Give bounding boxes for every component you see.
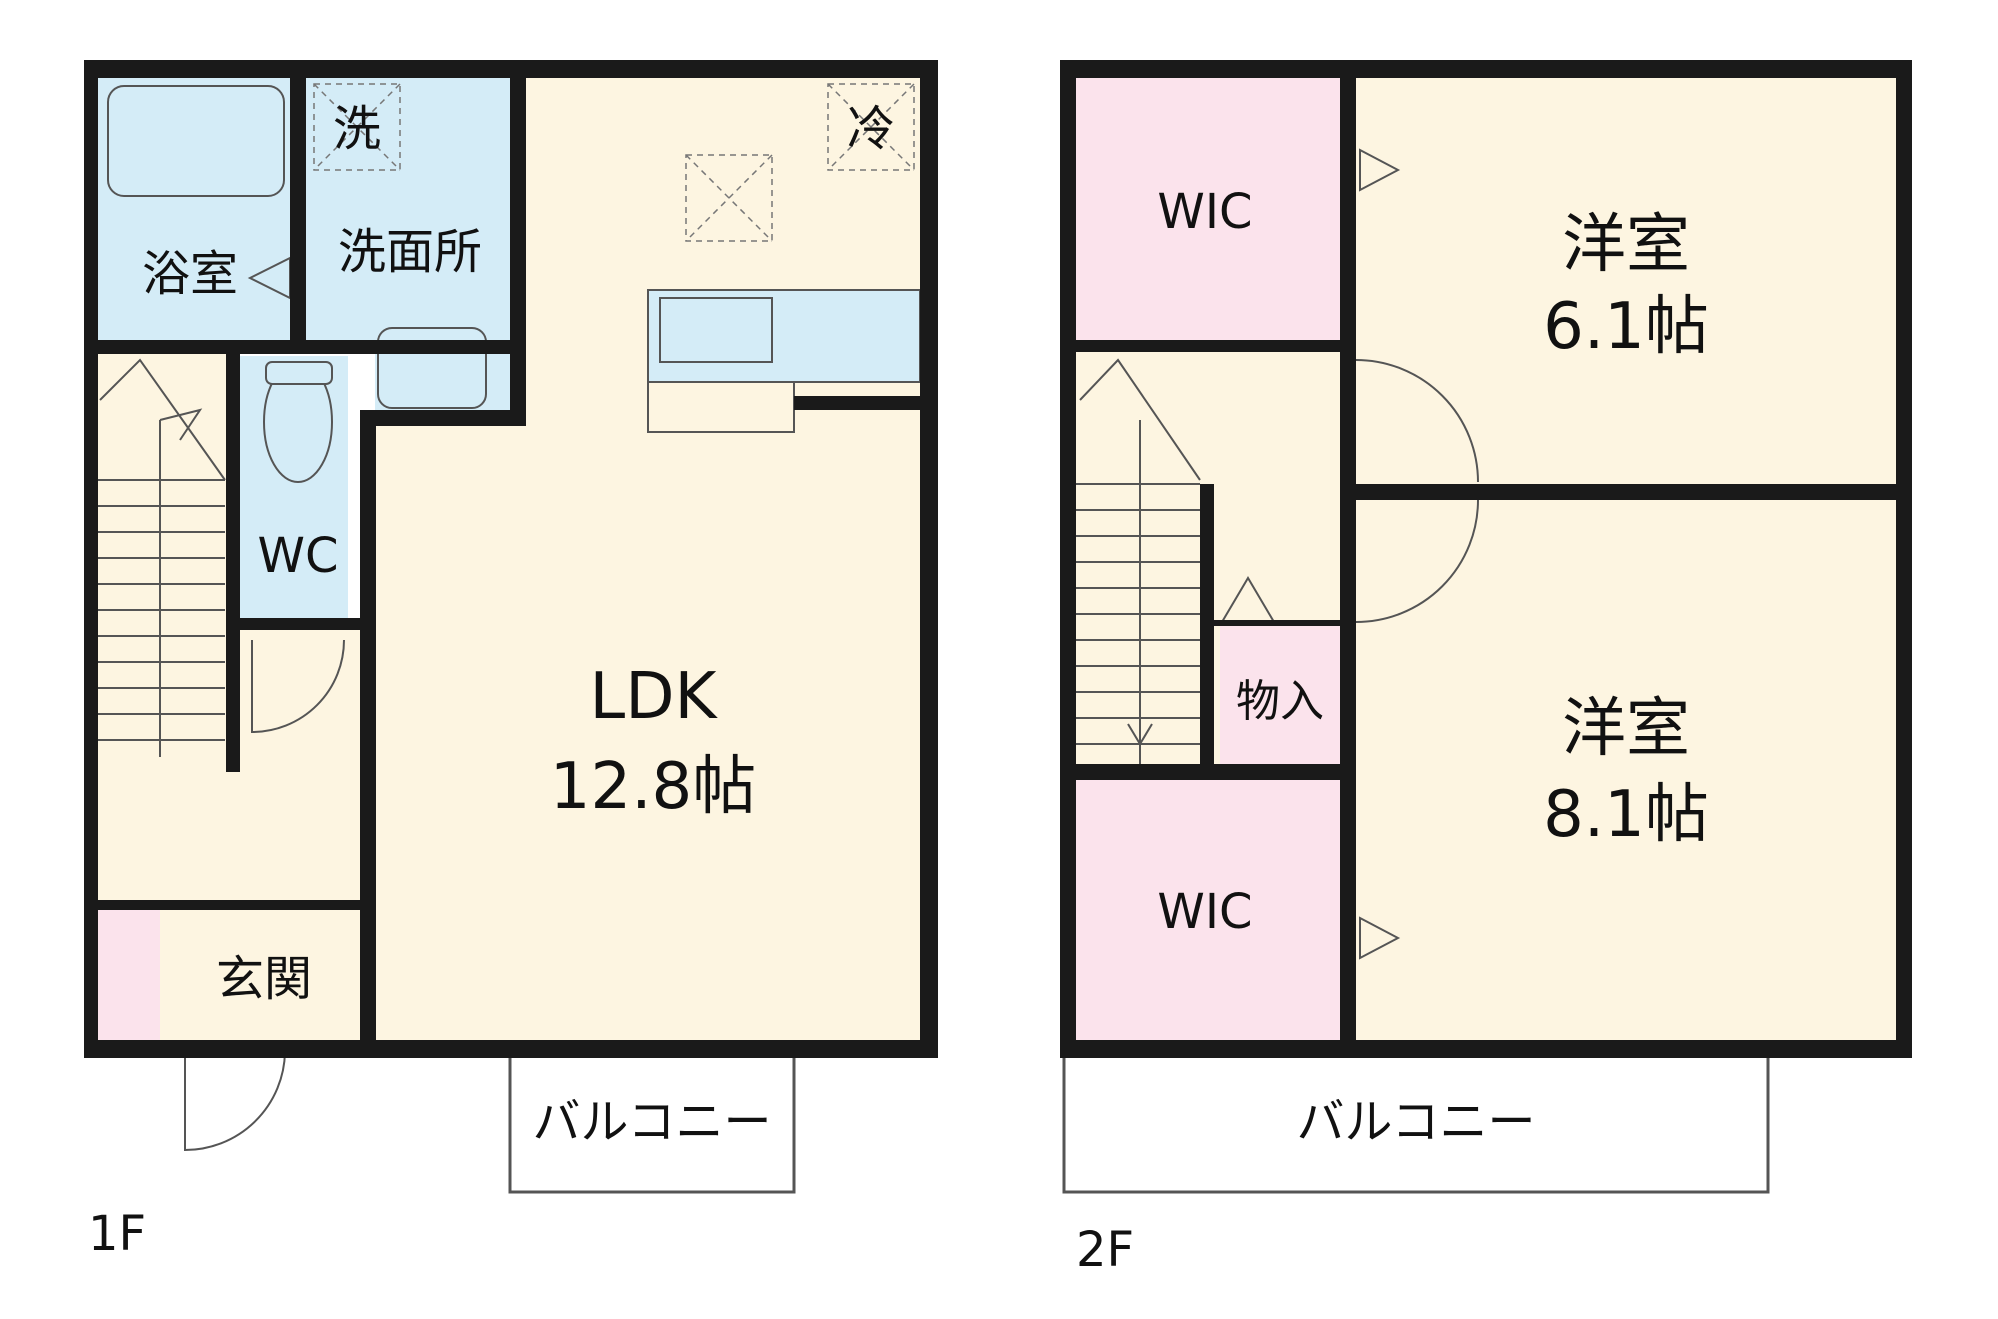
- wic-top-room: [1076, 78, 1340, 340]
- wic-top-door-mark: [1359, 148, 1401, 192]
- wic-bottom-door-mark: [1359, 916, 1401, 960]
- floor-2f-label: 2F: [1076, 1222, 1134, 1278]
- toilet-tank: [265, 361, 333, 385]
- ldk-size-label: 12.8帖: [550, 750, 757, 824]
- floor-1f: 浴室 洗面所 洗 冷 WC LDK 12.8帖 玄関 バルコニー 1F: [84, 60, 938, 1262]
- wic-bottom-room: [1076, 780, 1340, 1040]
- hall-1f: [98, 757, 368, 902]
- kitchen-sink: [659, 297, 773, 363]
- wic-top-label: WIC: [1157, 184, 1252, 240]
- kitchen-bar: [647, 381, 795, 433]
- western-bottom-size-label: 8.1帖: [1543, 778, 1709, 852]
- storage-room: [1220, 624, 1340, 764]
- balcony-2f-label: バルコニー: [1296, 1094, 1535, 1150]
- western-top-size-label: 6.1帖: [1543, 290, 1709, 364]
- floor-2f: WIC 洋室 6.1帖 物入 洋室 8.1帖 WIC バルコニー 2F: [1060, 60, 1912, 1278]
- western-bottom-door-swing: [1355, 499, 1479, 623]
- stairs-2f: [1076, 358, 1201, 766]
- range-hood: [685, 154, 773, 242]
- balcony-2f: [1062, 1050, 1770, 1194]
- ldk-name-label: LDK: [590, 660, 719, 734]
- stair-area-1f: [98, 352, 230, 757]
- wc-door-swing: [251, 639, 345, 734]
- balcony-1f-label: バルコニー: [532, 1094, 771, 1150]
- washer-label: 洗: [333, 101, 381, 157]
- entrance-label: 玄関: [216, 951, 312, 1007]
- entrance-door-swing: [184, 1051, 286, 1152]
- washroom-room: [306, 78, 516, 340]
- bathtub: [107, 85, 285, 197]
- western-top-room: [1356, 78, 1896, 486]
- wic-bottom-label: WIC: [1157, 884, 1252, 940]
- storage-label: 物入: [1236, 676, 1324, 727]
- floor-1f-label: 1F: [88, 1206, 146, 1262]
- bathroom-label: 浴室: [142, 246, 238, 302]
- stairs-1f: [98, 358, 226, 757]
- washer-space: [313, 83, 401, 171]
- balcony-1f: [508, 1050, 796, 1194]
- shoe-closet: [98, 910, 160, 1040]
- hall-upper-1f: [240, 630, 368, 760]
- western-top-door-swing: [1355, 359, 1479, 483]
- wc-label: WC: [258, 528, 339, 584]
- fridge-label: 冷: [847, 101, 895, 157]
- entrance-room: [160, 910, 368, 1040]
- western-bottom-name-label: 洋室: [1562, 692, 1690, 766]
- western-top-name-label: 洋室: [1562, 208, 1690, 282]
- western-bottom-room: [1356, 500, 1896, 1040]
- fridge-space: [827, 83, 915, 171]
- washroom-label: 洗面所: [338, 224, 482, 280]
